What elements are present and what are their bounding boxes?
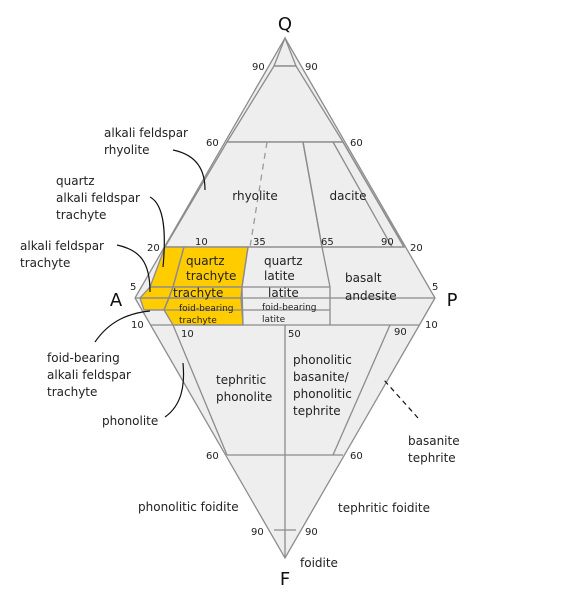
tick-f90-right: 90 <box>305 527 318 538</box>
tick-f10-right: 10 <box>425 320 438 331</box>
field-label-foid-bearing-latite-1: foid-bearing <box>262 303 317 313</box>
label-quartz-alkali-feldspar-trachyte-3: trachyte <box>56 208 106 222</box>
tick-div-90-upper: 90 <box>381 237 394 248</box>
leader-quartz-alkali-feldspar-trachyte <box>149 196 165 268</box>
label-basanite-tephrite-1: basanite <box>408 434 460 448</box>
div-35 <box>241 246 249 288</box>
field-label-foid-bearing-latite-2: latite <box>262 315 286 325</box>
label-basanite-tephrite-2: tephrite <box>408 451 456 465</box>
div-10-upper <box>172 246 185 288</box>
field-label-rhyolite: rhyolite <box>232 189 278 203</box>
label-alkali-feldspar-trachyte-1: alkali feldspar <box>20 239 104 253</box>
label-alkali-feldspar-trachyte-2: trachyte <box>20 256 70 270</box>
tick-f60-left: 60 <box>206 451 219 462</box>
leader-alkali-feldspar-trachyte <box>116 244 151 293</box>
field-label-tephritic-phonolite-1: tephritic <box>216 373 266 387</box>
field-label-phonolitic-basanite-2: basanite/ <box>293 370 350 384</box>
label-phonolite: phonolite <box>102 414 158 428</box>
div-90-upper <box>342 141 405 248</box>
tick-q60-right: 60 <box>350 138 363 149</box>
div-10-lower <box>172 324 228 456</box>
field-label-foid-bearing-trachyte-1: foid-bearing <box>179 304 234 314</box>
tick-div-35: 35 <box>253 237 266 248</box>
label-foid-bearing-alkali-feldspar-trachyte-2: alkali feldspar <box>47 368 131 382</box>
div-65-lower <box>321 246 331 288</box>
tick-f60-right: 60 <box>350 451 363 462</box>
leader-phonolite <box>164 362 185 418</box>
field-label-quartz-trachyte-2: trachyte <box>186 269 236 283</box>
div-90-lower <box>332 324 391 456</box>
tick-q60-left: 60 <box>206 138 219 149</box>
label-alkali-feldspar-rhyolite-2: rhyolite <box>104 143 150 157</box>
tick-div-10-upper: 10 <box>195 237 208 248</box>
vertex-f-label: F <box>280 569 290 590</box>
leader-foid-bearing-alkali-feldspar-trachyte <box>94 310 151 343</box>
div-10-mid <box>163 286 174 311</box>
tick-div-10-lower: 10 <box>181 329 194 340</box>
div-65 <box>302 141 323 248</box>
tick-q90-left: 90 <box>252 62 265 73</box>
div-35-mid <box>241 286 244 326</box>
tick-q5-left: 5 <box>130 282 136 293</box>
tick-q20-right: 20 <box>410 243 423 254</box>
vertex-q-label: Q <box>278 14 292 35</box>
vertex-a-label: A <box>110 290 123 311</box>
field-label-basalt-andesite-2: andesite <box>345 289 397 303</box>
label-quartz-alkali-feldspar-trachyte-2: alkali feldspar <box>56 191 140 205</box>
field-label-basalt-andesite-1: basalt <box>345 271 382 285</box>
div-90-outer <box>332 141 393 248</box>
field-label-quartz-trachyte-1: quartz <box>186 254 225 268</box>
field-label-tephritic-phonolite-2: phonolite <box>216 390 272 404</box>
field-label-phonolitic-basanite-4: tephrite <box>293 404 341 418</box>
field-label-quartz-latite-1: quartz <box>264 254 303 268</box>
label-foid-bearing-alkali-feldspar-trachyte-3: trachyte <box>47 385 97 399</box>
tick-div-65: 65 <box>321 237 334 248</box>
leader-alkali-feldspar-rhyolite <box>172 149 206 191</box>
vertex-p-label: P <box>447 290 458 311</box>
label-foidite: foidite <box>300 556 338 570</box>
label-alkali-feldspar-rhyolite-1: alkali feldspar <box>104 126 188 140</box>
field-label-latite: latite <box>268 286 299 300</box>
tick-q20-left: 20 <box>147 243 160 254</box>
tick-f90-left: 90 <box>251 527 264 538</box>
field-label-foid-bearing-trachyte-2: trachyte <box>179 316 217 326</box>
div-rhyolite-dashed <box>249 141 268 248</box>
field-label-trachyte: trachyte <box>173 286 223 300</box>
tick-div-50: 50 <box>288 329 301 340</box>
label-tephritic-foidite: tephritic foidite <box>338 501 430 515</box>
tick-f10-left: 10 <box>131 320 144 331</box>
label-phonolitic-foidite: phonolitic foidite <box>138 500 239 514</box>
label-foid-bearing-alkali-feldspar-trachyte-1: foid-bearing <box>47 351 120 365</box>
tick-div-90-lower: 90 <box>394 327 407 338</box>
field-label-dacite: dacite <box>330 189 367 203</box>
tick-q5-right: 5 <box>432 282 438 293</box>
tick-q90-right: 90 <box>305 62 318 73</box>
label-quartz-alkali-feldspar-trachyte-1: quartz <box>56 174 95 188</box>
field-label-quartz-latite-2: latite <box>264 269 295 283</box>
field-label-phonolitic-basanite-3: phonolitic <box>293 387 352 401</box>
field-label-phonolitic-basanite-1: phonolitic <box>293 353 352 367</box>
